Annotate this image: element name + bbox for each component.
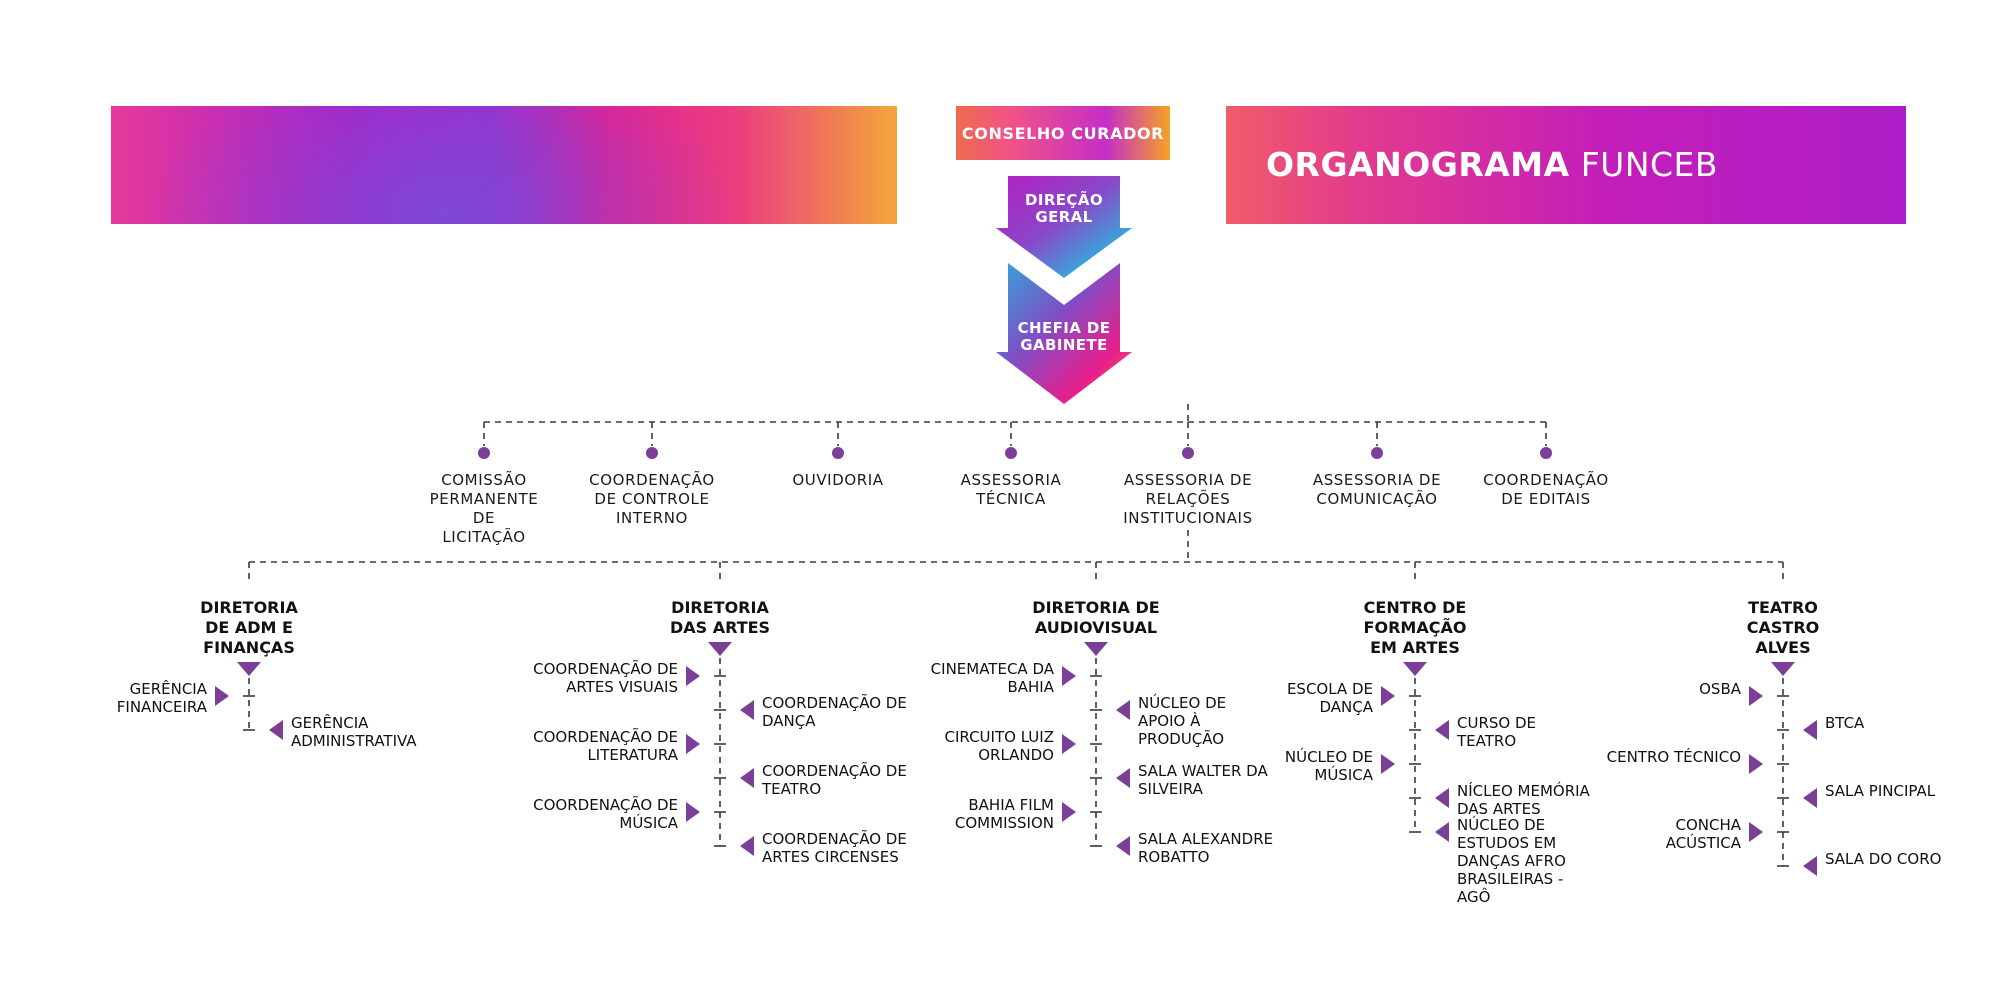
unit-label-right: SALA DO CORO (1825, 850, 1942, 868)
pointer-right-arrow-icon (686, 666, 700, 686)
pointer-right-arrow-icon (215, 686, 229, 706)
diretoria-down-arrow-icon (708, 642, 732, 656)
assessoria-dot-icon (478, 447, 490, 459)
conselho-curador-label: CONSELHO CURADOR (961, 123, 1165, 143)
unit-label-left: OSBA (1699, 680, 1741, 698)
pointer-left-arrow-icon (1435, 788, 1449, 808)
chefia-gabinete-label: CHEFIA DE GABINETE (1017, 319, 1111, 354)
pointer-left-arrow-icon (740, 836, 754, 856)
title-banner (1226, 106, 1906, 224)
page-title: ORGANOGRAMA FUNCEB (1266, 145, 1718, 185)
pointer-left-arrow-icon (740, 768, 754, 788)
unit-label-left: CENTRO TÉCNICO (1606, 748, 1741, 766)
pointer-right-arrow-icon (686, 802, 700, 822)
title-light: FUNCEB (1580, 145, 1719, 184)
pointer-right-arrow-icon (1062, 802, 1076, 822)
diretoria-down-arrow-icon (1771, 662, 1795, 676)
direcao-geral-chevron (996, 176, 1132, 278)
pointer-left-arrow-icon (1116, 768, 1130, 788)
pointer-left-arrow-icon (740, 700, 754, 720)
pointer-right-arrow-icon (1749, 754, 1763, 774)
conselho-curador-box: CONSELHO CURADOR (956, 106, 1170, 160)
assessoria-dot-icon (1182, 447, 1194, 459)
pointer-right-arrow-icon (1062, 734, 1076, 754)
pointer-right-arrow-icon (686, 734, 700, 754)
pointer-right-arrow-icon (1749, 686, 1763, 706)
unit-label-right: BTCA (1825, 714, 1865, 732)
diretoria-down-arrow-icon (1084, 642, 1108, 656)
pointer-right-arrow-icon (1749, 822, 1763, 842)
pointer-right-arrow-icon (1381, 754, 1395, 774)
decorative-banner-left (111, 106, 897, 224)
pointer-left-arrow-icon (1435, 822, 1449, 842)
pointer-left-arrow-icon (269, 720, 283, 740)
assessoria-dot-icon (1540, 447, 1552, 459)
pointer-left-arrow-icon (1116, 700, 1130, 720)
pointer-right-arrow-icon (1381, 686, 1395, 706)
assessoria-dot-icon (832, 447, 844, 459)
assessoria-dot-icon (646, 447, 658, 459)
pointer-right-arrow-icon (1062, 666, 1076, 686)
pointer-left-arrow-icon (1435, 720, 1449, 740)
diretoria-down-arrow-icon (1403, 662, 1427, 676)
title-bold: ORGANOGRAMA (1266, 145, 1570, 184)
chefia-gabinete-chevron (996, 263, 1132, 404)
pointer-left-arrow-icon (1116, 836, 1130, 856)
assessoria-label: OUVIDORIA (792, 471, 884, 489)
pointer-left-arrow-icon (1803, 856, 1817, 876)
diretoria-down-arrow-icon (237, 662, 261, 676)
pointer-left-arrow-icon (1803, 788, 1817, 808)
assessoria-dot-icon (1371, 447, 1383, 459)
direcao-geral-label: DIREÇÃO GERAL (1025, 191, 1103, 226)
pointer-left-arrow-icon (1803, 720, 1817, 740)
assessoria-dot-icon (1005, 447, 1017, 459)
unit-label-right: SALA PINCIPAL (1825, 782, 1936, 800)
